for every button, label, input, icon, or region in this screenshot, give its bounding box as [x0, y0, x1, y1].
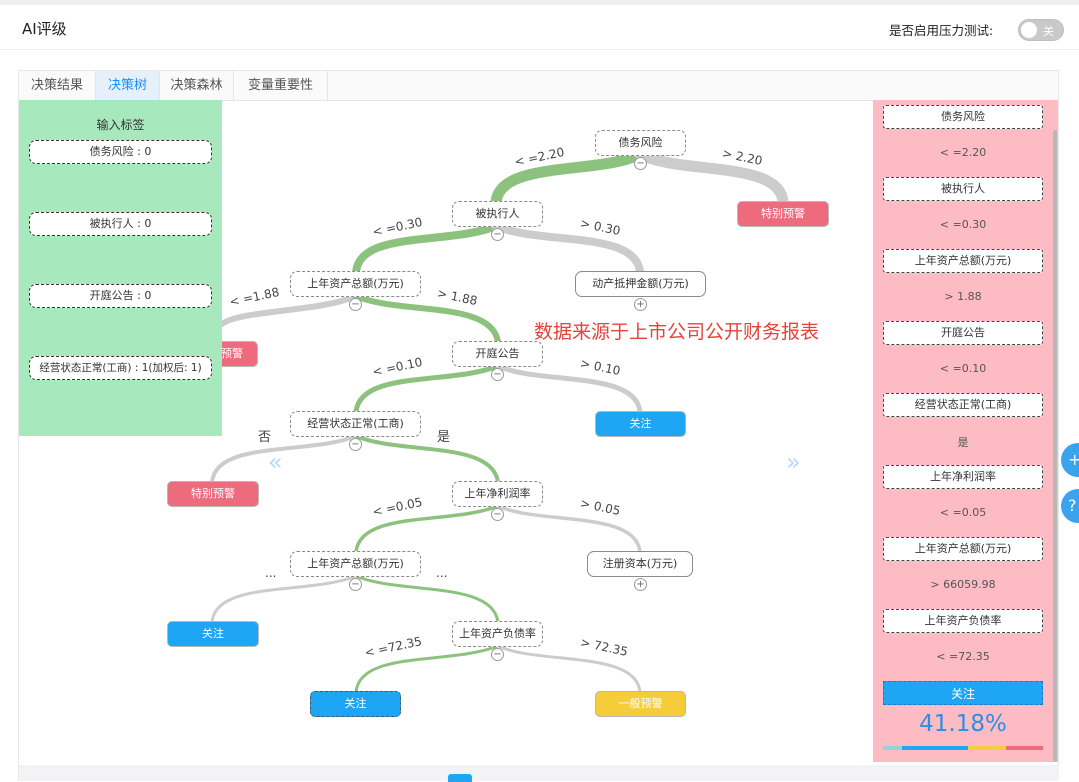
path-result: 关注: [883, 681, 1043, 705]
collapse-icon[interactable]: −: [349, 298, 362, 311]
prev-arrow-icon[interactable]: «: [268, 448, 283, 476]
path-panel-scrollbar[interactable]: [1053, 130, 1057, 762]
edge-label: 是: [437, 430, 451, 445]
tree-leaf-attention[interactable]: 关注: [310, 691, 401, 717]
edge-court-status: [353, 363, 501, 415]
tree-leaf-special-warning[interactable]: 特别预警: [737, 201, 829, 227]
input-label-item: 被执行人 : 0: [29, 212, 212, 236]
edge-label: 否: [258, 430, 272, 445]
stress-test-label: 是否启用压力测试:: [889, 23, 994, 38]
path-step-condition: < =0.30: [939, 218, 987, 231]
edge-asset2-att2: [210, 574, 358, 624]
tree-leaf-special-warning[interactable]: 特别预警: [167, 481, 259, 507]
tree-leaf-attention[interactable]: 关注: [595, 411, 686, 437]
page-header: AI评级 是否启用压力测试: 关: [0, 5, 1079, 50]
collapse-icon[interactable]: −: [349, 578, 362, 591]
decision-path-panel: 债务风险 < =2.20 被执行人 < =0.30 上年资产总额(万元) > 1…: [873, 100, 1058, 762]
tree-node-registered-capital[interactable]: 注册资本(万元): [587, 551, 693, 577]
edge-root-exec: [490, 148, 646, 208]
path-step-node: 被执行人: [883, 177, 1043, 201]
page-title: AI评级: [22, 20, 67, 38]
edge-label: ...: [265, 566, 277, 580]
bottom-indicator[interactable]: [448, 774, 472, 782]
path-step-node: 上年资产负债率: [883, 609, 1043, 633]
input-labels-panel: 输入标签 债务风险 : 0 被执行人 : 0 开庭公告 : 0 经营状态正常(工…: [19, 100, 222, 436]
path-step-condition: < =2.20: [939, 146, 987, 159]
collapse-icon[interactable]: −: [491, 228, 504, 241]
collapse-icon[interactable]: −: [634, 157, 647, 170]
tab-decision-result[interactable]: 决策结果: [19, 71, 96, 101]
edge-profit-asset2: [354, 504, 500, 554]
add-icon[interactable]: +: [1061, 443, 1079, 477]
path-step-condition: < =72.35: [936, 650, 990, 663]
edge-status-warn: [210, 434, 358, 484]
edge-asset1-court: [353, 293, 501, 345]
path-color-bar: [883, 746, 1043, 750]
path-step-condition: < =0.10: [939, 362, 987, 375]
tree-node-total-assets[interactable]: 上年资产总额(万元): [290, 271, 421, 297]
edge-exec-pledge: [492, 222, 644, 276]
expand-icon[interactable]: +: [634, 298, 647, 311]
path-step-node: 上年净利润率: [883, 465, 1043, 489]
top-strip: [0, 0, 1079, 5]
path-step-condition: < =0.05: [939, 506, 987, 519]
stress-test-toggle[interactable]: 关: [1018, 19, 1064, 41]
path-step-node: 上年资产总额(万元): [883, 249, 1043, 273]
edge-profit-capital: [496, 504, 642, 554]
toggle-knob: [1021, 22, 1037, 38]
collapse-icon[interactable]: −: [491, 368, 504, 381]
edge-debt-general: [496, 644, 642, 694]
toggle-text: 关: [1043, 25, 1054, 38]
edge-root-warn: [634, 148, 789, 208]
collapse-icon[interactable]: −: [491, 648, 504, 661]
tab-variable-importance[interactable]: 变量重要性: [234, 71, 328, 101]
edge-status-profit: [354, 434, 500, 484]
tree-leaf-general-warning[interactable]: 一般预警: [595, 691, 686, 717]
tree-leaf-attention[interactable]: 关注: [167, 621, 259, 647]
path-step-node: 债务风险: [883, 105, 1043, 129]
edge-debt-att3: [354, 644, 500, 694]
collapse-icon[interactable]: −: [491, 508, 504, 521]
tree-node-debt-ratio[interactable]: 上年资产负债率: [452, 621, 543, 647]
tree-node-net-profit-rate[interactable]: 上年净利润率: [452, 481, 543, 507]
expand-icon[interactable]: +: [634, 578, 647, 591]
path-step-node: 开庭公告: [883, 321, 1043, 345]
input-label-item: 经营状态正常(工商) : 1(加权后: 1): [29, 356, 212, 380]
edge-asset2-debt: [354, 574, 500, 624]
path-step-node: 上年资产总额(万元): [883, 537, 1043, 561]
data-source-watermark: 数据来源于上市公司公开财务报表: [534, 321, 820, 343]
edge-court-att1: [495, 363, 643, 415]
tab-decision-tree[interactable]: 决策树: [96, 71, 160, 101]
tree-node-court-notice[interactable]: 开庭公告: [452, 341, 543, 367]
input-panel-title: 输入标签: [96, 118, 145, 132]
edge-exec-asset1: [352, 222, 500, 276]
path-percent: 41.18%: [919, 711, 1007, 737]
tree-node-pledge-amount[interactable]: 动产抵押金额(万元): [575, 271, 706, 297]
next-arrow-icon[interactable]: »: [786, 448, 801, 476]
collapse-icon[interactable]: −: [349, 438, 362, 451]
path-step-condition: > 66059.98: [930, 578, 996, 591]
input-label-item: 开庭公告 : 0: [29, 284, 212, 308]
path-step-node: 经营状态正常(工商): [883, 393, 1043, 417]
edge-label: ...: [436, 566, 448, 580]
info-icon[interactable]: ?: [1061, 489, 1079, 523]
tree-node-business-status[interactable]: 经营状态正常(工商): [290, 411, 421, 437]
tab-bar: 决策结果 决策树 决策森林 变量重要性: [19, 71, 1058, 101]
path-step-condition: > 1.88: [944, 290, 982, 303]
input-label-item: 债务风险 : 0: [29, 140, 212, 164]
tab-decision-forest[interactable]: 决策森林: [160, 71, 234, 101]
edge-asset1-left: [219, 293, 359, 327]
tree-node-debt-risk[interactable]: 债务风险: [595, 130, 686, 156]
tree-node-executed-person[interactable]: 被执行人: [452, 201, 543, 227]
path-step-condition: 是: [957, 436, 969, 449]
bottom-strip: [19, 765, 1059, 781]
tree-node-total-assets[interactable]: 上年资产总额(万元): [290, 551, 421, 577]
